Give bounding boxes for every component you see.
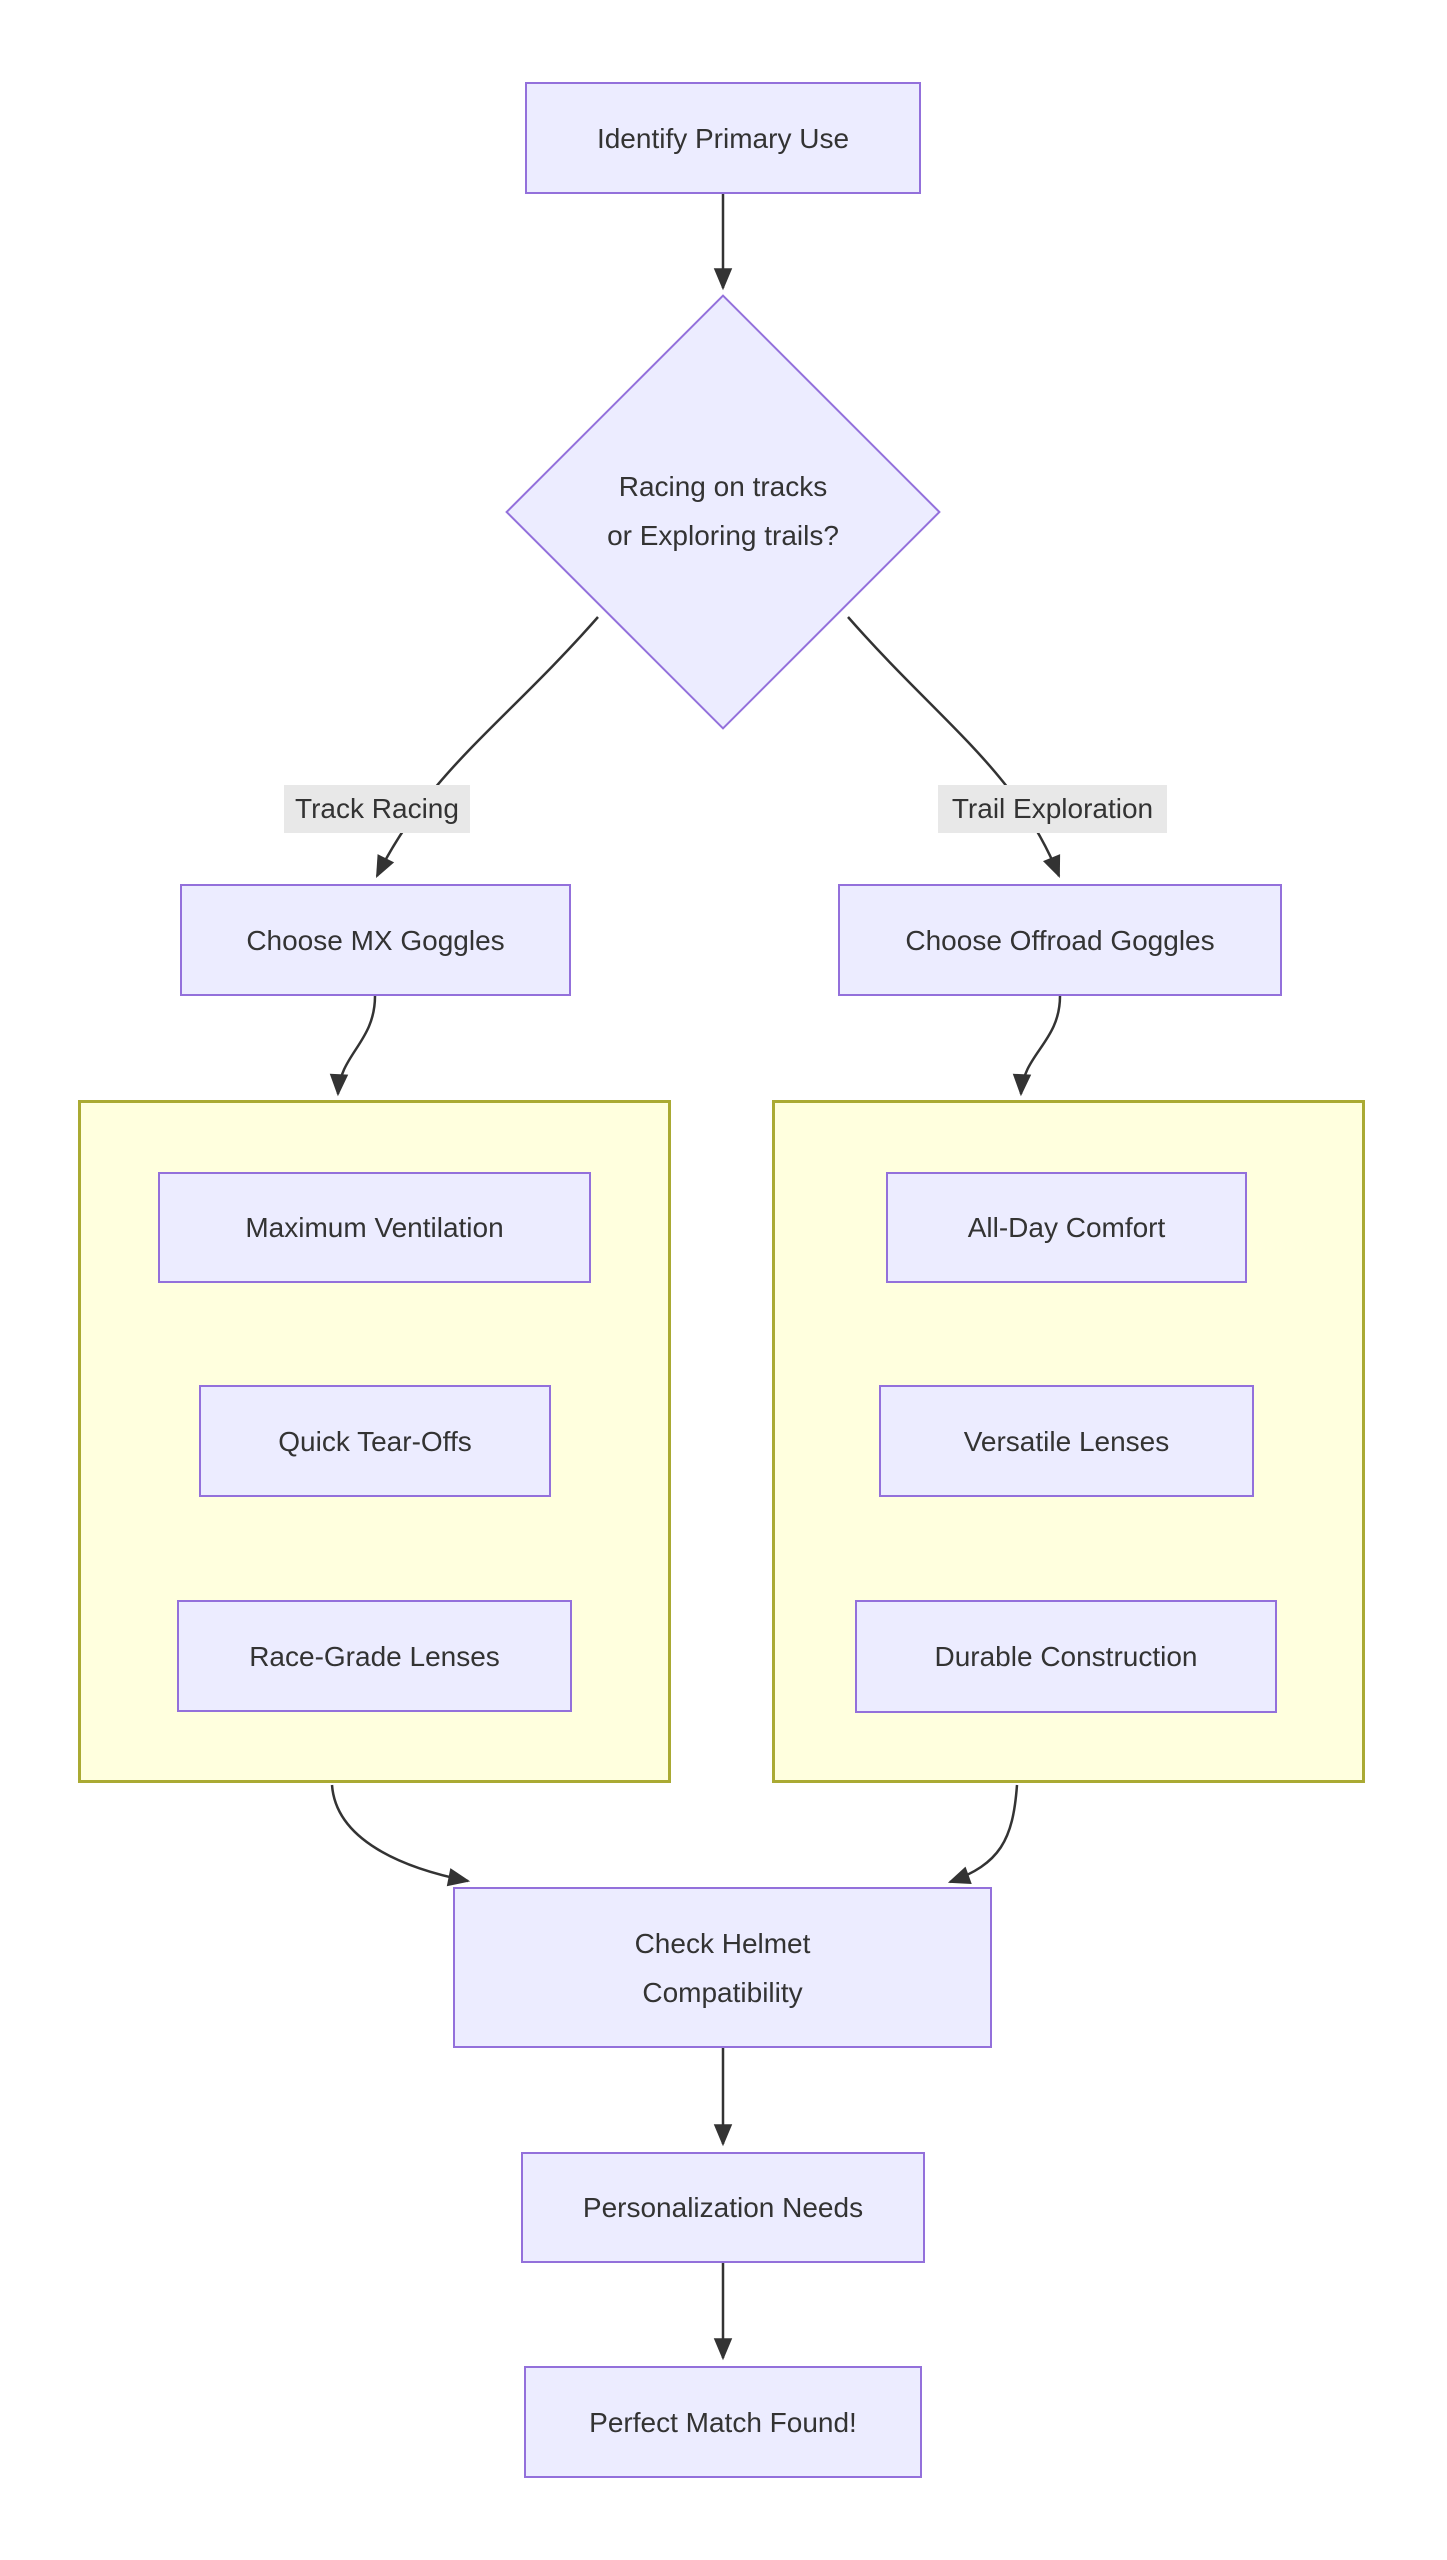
node-choose-mx-goggles: Choose MX Goggles [180, 884, 571, 996]
decision-line-1: Racing on tracks [618, 471, 828, 502]
edge-decision-to-choose-mx [375, 616, 599, 878]
node-quick-tear-offs: Quick Tear-Offs [199, 1385, 551, 1497]
node-personalization-needs: Personalization Needs [521, 2152, 925, 2263]
node-durable-construction: Durable Construction [855, 1600, 1277, 1713]
node-versatile-lenses: Versatile Lenses [879, 1385, 1254, 1497]
decision-line-2: or Exploring trails? [607, 520, 839, 551]
node-perfect-match-found: Perfect Match Found! [524, 2366, 922, 2478]
node-identify-primary-use: Identify Primary Use [525, 82, 921, 194]
check-helmet-line-2: Compatibility [642, 1976, 803, 2008]
node-maximum-ventilation: Maximum Ventilation [158, 1172, 591, 1283]
node-all-day-comfort: All-Day Comfort [886, 1172, 1247, 1283]
edge-offroad-cluster-to-check-helmet [947, 1784, 1019, 1884]
node-choose-offroad-goggles: Choose Offroad Goggles [838, 884, 1282, 996]
edge-mx-cluster-to-check-helmet [330, 1784, 471, 1887]
edge-choose-offroad-to-cluster [1012, 995, 1062, 1097]
edge-label-trail-exploration: Trail Exploration [938, 785, 1167, 833]
node-decision: Racing on tracks or Exploring trails? [513, 462, 933, 560]
node-check-helmet-compatibility: Check Helmet Compatibility [453, 1887, 992, 2048]
edge-label-track-racing: Track Racing [284, 785, 470, 833]
edge-choose-mx-to-cluster [329, 995, 377, 1097]
check-helmet-line-1: Check Helmet [634, 1927, 811, 1959]
node-race-grade-lenses: Race-Grade Lenses [177, 1600, 572, 1712]
edge-decision-to-choose-offroad [847, 616, 1061, 879]
